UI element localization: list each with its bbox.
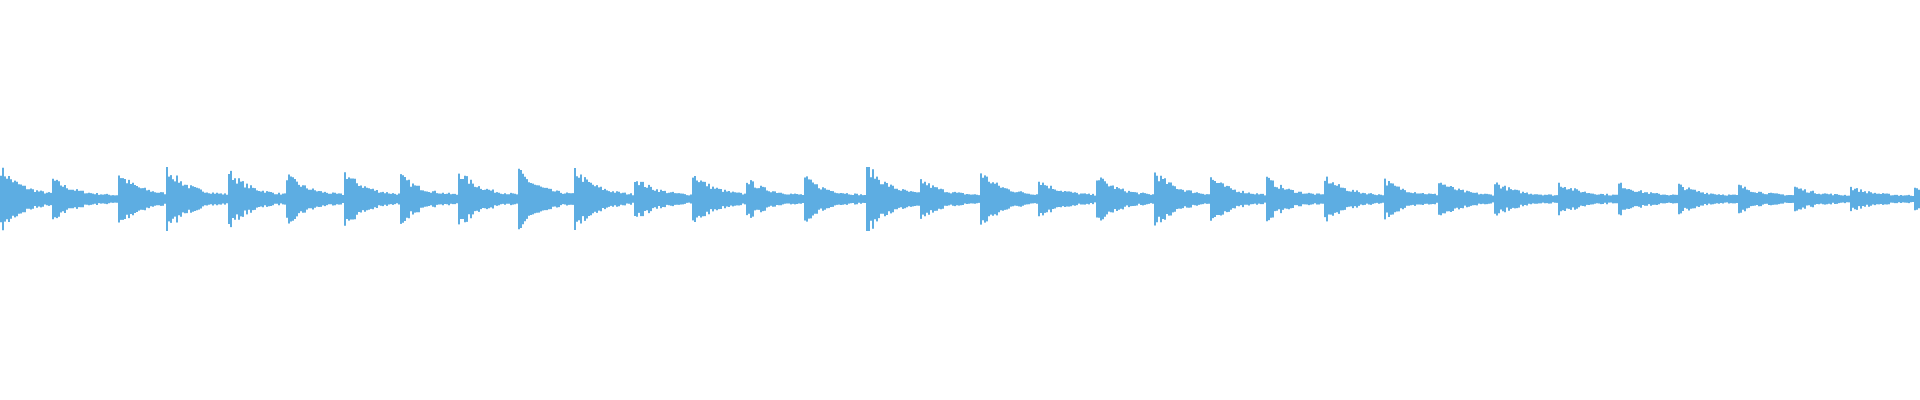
waveform-path: [0, 167, 1920, 231]
